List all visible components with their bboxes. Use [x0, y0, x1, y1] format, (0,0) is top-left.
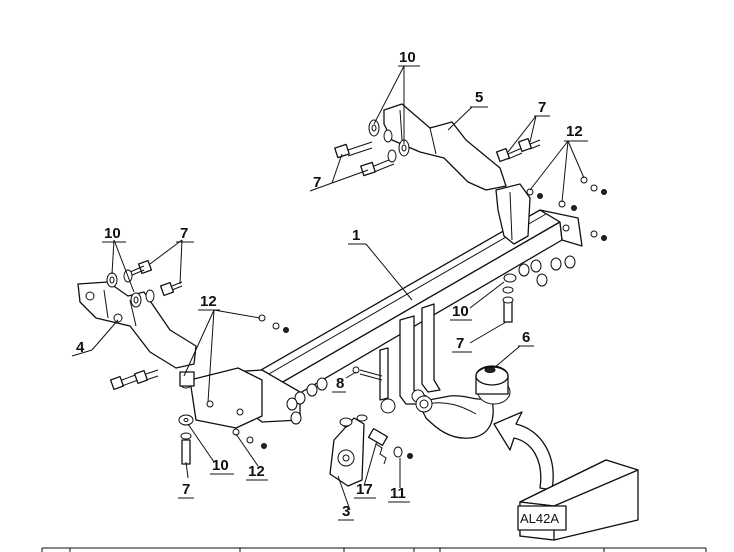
callout-12-right: 12: [566, 123, 583, 140]
leader-lines: [91, 65, 585, 511]
left-side-bracket: [77, 281, 197, 389]
callout-7-bottom: 7: [182, 481, 190, 498]
callout-5: 5: [475, 89, 483, 106]
callout-6: 6: [522, 329, 530, 346]
callout-7-right: 7: [538, 99, 546, 116]
callout-10-left: 10: [104, 225, 121, 242]
callout-17: 17: [356, 481, 373, 498]
callout-labels: 10 5 7 12 7 1 10 7 4 12 8 10 7 6 10 12 7…: [71, 49, 588, 521]
callout-7-mid: 7: [456, 335, 464, 352]
callout-7-top: 7: [313, 174, 321, 191]
fasteners: [106, 119, 607, 465]
callout-10-top: 10: [399, 49, 416, 66]
right-side-bracket: [383, 103, 531, 245]
callout-4: 4: [76, 339, 85, 356]
callout-12-bottom: 12: [248, 463, 265, 480]
socket-plate: [329, 417, 365, 487]
callout-12-left: 12: [200, 293, 217, 310]
tow-ball-neck: [415, 365, 511, 439]
callout-8: 8: [336, 375, 344, 392]
product-box-label: AL42A: [520, 511, 559, 526]
callout-10-bottom: 10: [212, 457, 229, 474]
install-arrow: [493, 411, 554, 491]
spring: [367, 428, 389, 465]
callout-1: 1: [352, 227, 360, 244]
product-box: AL42A: [517, 459, 639, 541]
parts-table-header: [41, 547, 707, 552]
callout-7-left: 7: [180, 225, 188, 242]
callout-11: 11: [390, 485, 406, 502]
callout-3: 3: [342, 503, 350, 520]
callout-10-mid: 10: [452, 303, 469, 320]
